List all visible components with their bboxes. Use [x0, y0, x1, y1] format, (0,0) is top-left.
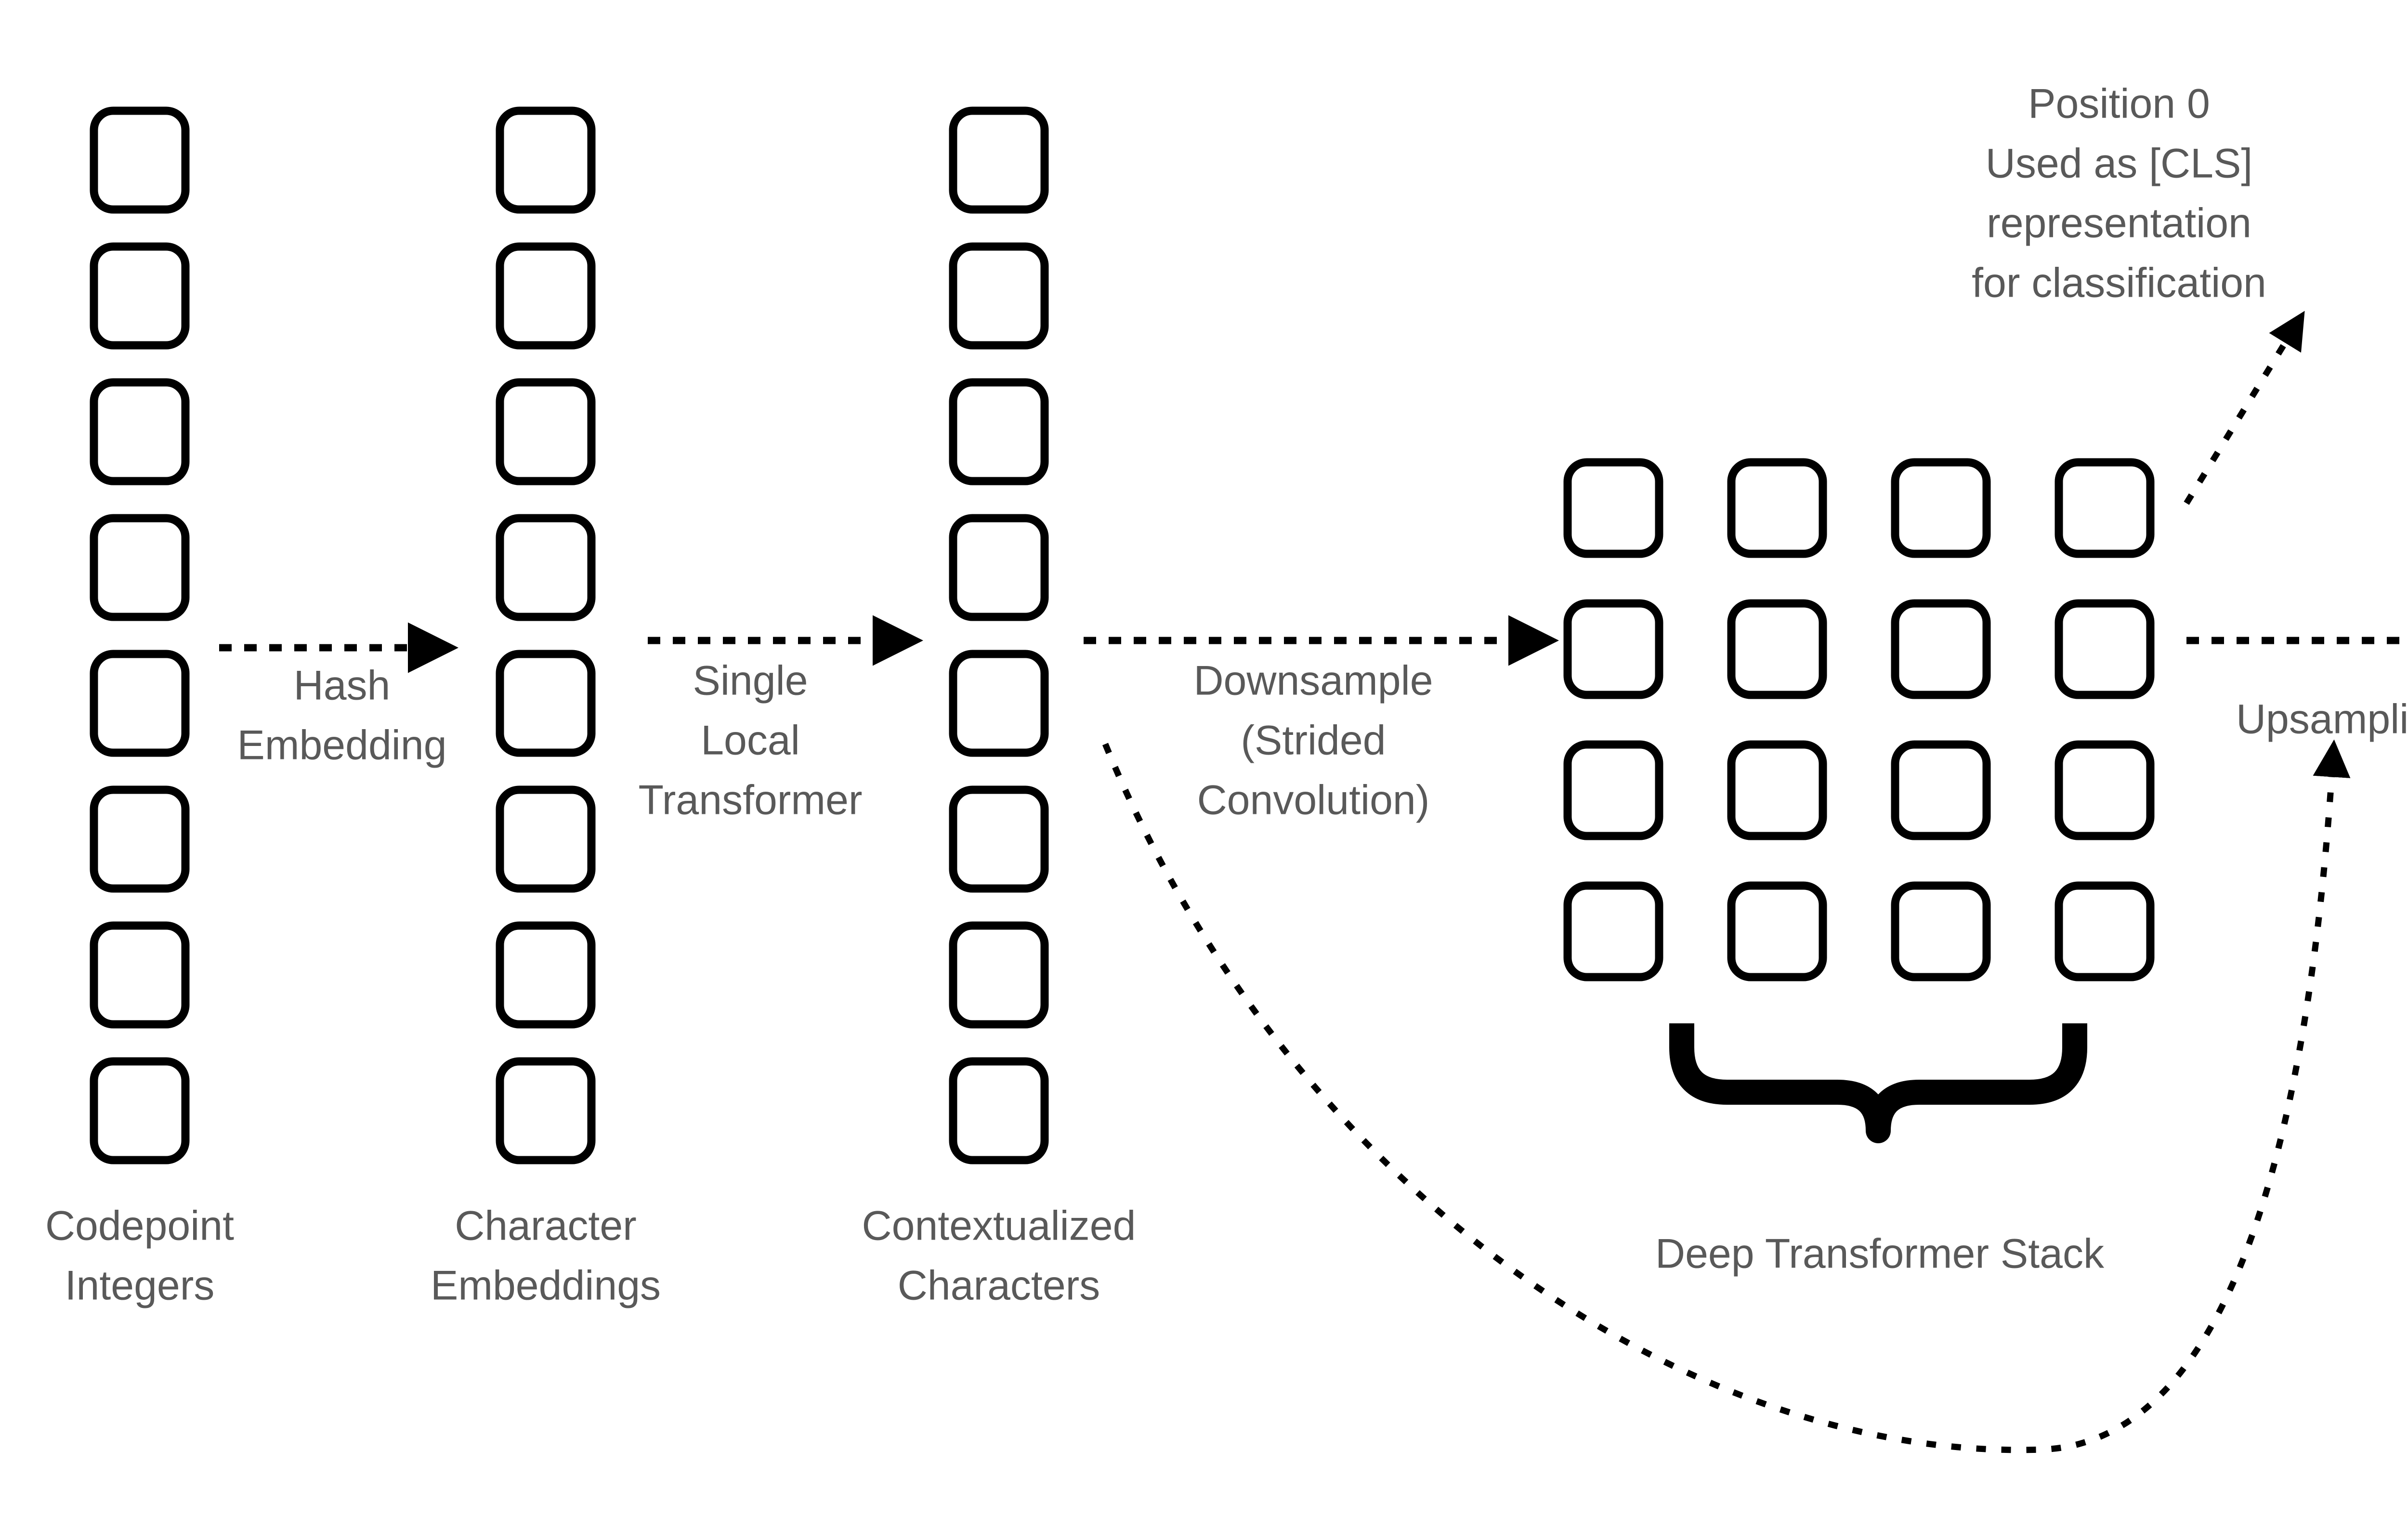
cell-box	[90, 785, 190, 893]
cell-box	[949, 378, 1049, 485]
cell-box	[90, 921, 190, 1029]
box-column-character-embeddings	[496, 106, 596, 1164]
cls-annotation: Position 0 Used as [CLS] representation …	[1972, 81, 2305, 505]
box-column-contextualized-characters	[949, 106, 1049, 1164]
transition-label-local: Local	[701, 718, 800, 764]
box-column-codepoint-integers	[90, 106, 190, 1164]
cell-box	[949, 921, 1049, 1029]
transition-label-strided: (Strided	[1241, 718, 1386, 764]
cell-box	[949, 1057, 1049, 1164]
transition-downsample: Downsample (Strided Convolution)	[1084, 615, 1559, 823]
transition-label-hash: Hash	[294, 663, 391, 709]
cell-box	[90, 106, 190, 214]
cell-box	[90, 514, 190, 621]
cell-box	[2055, 599, 2155, 699]
stage-label-codepoint-integers: Codepoint	[45, 1203, 234, 1249]
cell-box	[1891, 599, 1991, 699]
stage-label-contextualized-characters: Contextualized	[862, 1203, 1136, 1249]
cell-box	[949, 106, 1049, 214]
cell-box	[496, 514, 596, 621]
residual-skip-connection	[1102, 739, 2351, 1453]
cell-box	[496, 378, 596, 485]
transition-label-downsample: Downsample	[1193, 658, 1433, 704]
cell-box	[1891, 740, 1991, 840]
cell-box	[1563, 599, 1663, 699]
transition-upsampling: Upsampling	[2186, 637, 2408, 743]
cell-box	[90, 242, 190, 350]
cell-box	[949, 242, 1049, 350]
cell-box	[1563, 740, 1663, 840]
stage-label-codepoint-integers-line2: Integers	[65, 1263, 215, 1309]
transition-single-local-transformer: Single Local Transformer	[638, 615, 923, 823]
cell-box	[1563, 881, 1663, 981]
cell-box	[1727, 458, 1827, 558]
transition-label-convolution: Convolution)	[1197, 777, 1430, 823]
cell-box	[1891, 881, 1991, 981]
stage-label-contextualized-characters-line2: Characters	[898, 1263, 1100, 1309]
cell-box	[496, 650, 596, 757]
cell-box	[949, 514, 1049, 621]
transition-label-transformer: Transformer	[638, 777, 862, 823]
transition-label-single: Single	[693, 658, 808, 704]
cls-annotation-line3: representation	[1987, 200, 2251, 247]
transition-hash-embedding: Hash Embedding	[219, 622, 458, 769]
cell-box	[2055, 458, 2155, 558]
cell-box	[949, 650, 1049, 757]
stage-label-character-embeddings-line2: Embeddings	[431, 1263, 661, 1309]
stage-label-character-embeddings: Character	[455, 1203, 637, 1249]
cls-annotation-line4: for classification	[1972, 260, 2266, 306]
cell-box	[2055, 740, 2155, 840]
cell-box	[2055, 881, 2155, 981]
box-grid-deep-transformer-stack	[1563, 458, 2155, 981]
deep-stack-brace	[1669, 1023, 2087, 1143]
cell-box	[496, 242, 596, 350]
stage-deep-transformer-stack: Deep Transformer Stack	[1563, 458, 2155, 1277]
cell-box	[496, 106, 596, 214]
transition-label-upsampling: Upsampling	[2236, 696, 2408, 743]
stage-character-embeddings: Character Embeddings	[431, 106, 661, 1309]
skip-connection-curve	[1102, 739, 2351, 1453]
cell-box	[90, 378, 190, 485]
stage-label-deep-transformer-stack: Deep Transformer Stack	[1655, 1231, 2105, 1277]
stage-contextualized-characters: Contextualized Characters	[862, 106, 1136, 1309]
cell-box	[1727, 881, 1827, 981]
cell-box	[90, 650, 190, 757]
cell-box	[496, 785, 596, 893]
cls-annotation-line1: Position 0	[2028, 81, 2210, 127]
cell-box	[90, 1057, 190, 1164]
cls-annotation-arrow	[2184, 311, 2305, 505]
cell-box	[1891, 458, 1991, 558]
stage-codepoint-integers: Codepoint Integers	[45, 106, 234, 1309]
cell-box	[496, 921, 596, 1029]
transition-label-embedding: Embedding	[237, 722, 446, 769]
cls-annotation-line2: Used as [CLS]	[1986, 141, 2252, 187]
cell-box	[1727, 740, 1827, 840]
cell-box	[949, 785, 1049, 893]
cell-box	[1727, 599, 1827, 699]
cell-box	[496, 1057, 596, 1164]
cell-box	[1563, 458, 1663, 558]
